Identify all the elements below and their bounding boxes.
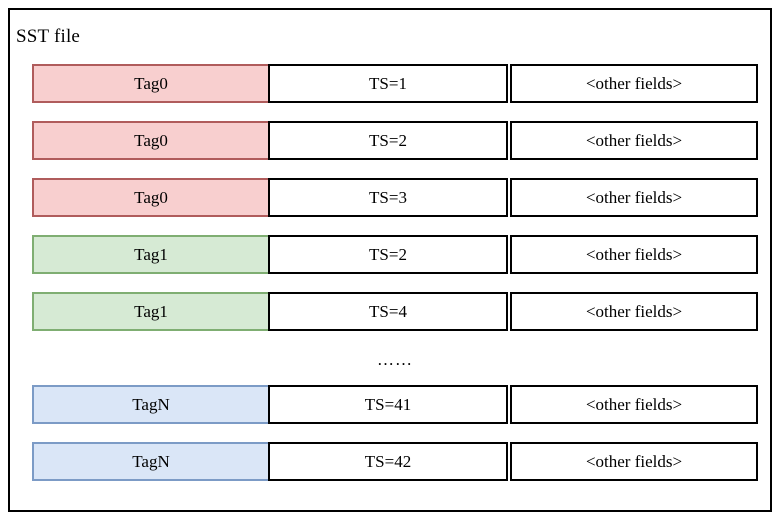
record-timestamp-cell: TS=4: [268, 292, 508, 331]
record-timestamp-cell: TS=42: [268, 442, 508, 481]
record-other-fields-cell: <other fields>: [510, 292, 758, 331]
record-tag-cell: Tag0: [32, 64, 270, 103]
record-timestamp-cell: TS=1: [268, 64, 508, 103]
record-tag-cell: TagN: [32, 442, 270, 481]
record-other-fields-cell: <other fields>: [510, 442, 758, 481]
record-tag-cell: TagN: [32, 385, 270, 424]
record-other-fields-cell: <other fields>: [510, 121, 758, 160]
record-timestamp-cell: TS=2: [268, 121, 508, 160]
record-other-fields-cell: <other fields>: [510, 64, 758, 103]
sst-file-title: SST file: [16, 26, 81, 47]
record-other-fields-cell: <other fields>: [510, 385, 758, 424]
record-tag-cell: Tag0: [32, 121, 270, 160]
record-tag-cell: Tag1: [32, 292, 270, 331]
records-ellipsis: ……: [377, 350, 413, 369]
record-tag-cell: Tag1: [32, 235, 270, 274]
record-timestamp-cell: TS=3: [268, 178, 508, 217]
record-tag-cell: Tag0: [32, 178, 270, 217]
record-other-fields-cell: <other fields>: [510, 178, 758, 217]
records-ellipsis-row: ……: [10, 349, 770, 371]
record-timestamp-cell: TS=2: [268, 235, 508, 274]
record-other-fields-cell: <other fields>: [510, 235, 758, 274]
record-timestamp-cell: TS=41: [268, 385, 508, 424]
